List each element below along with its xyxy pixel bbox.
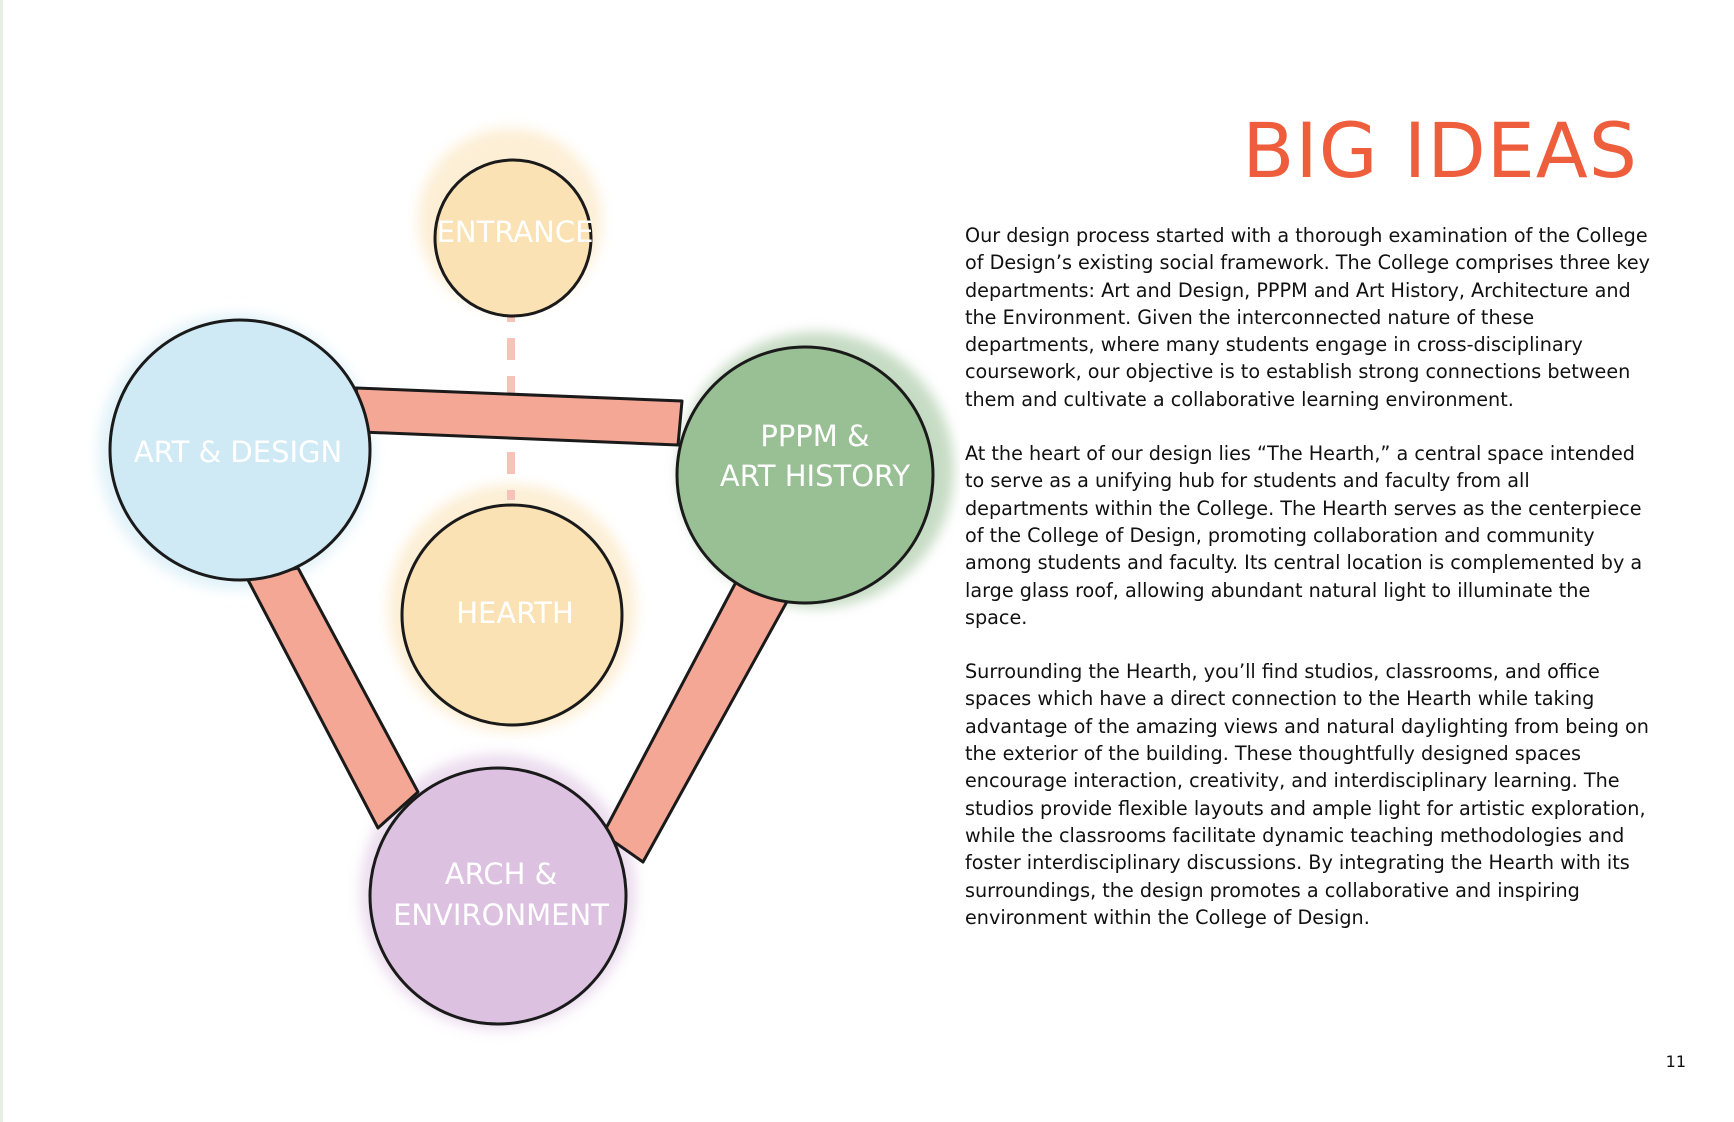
connector-art-pppm bbox=[354, 386, 684, 447]
pppm-label-line2: ART HISTORY bbox=[720, 459, 910, 493]
arch-node bbox=[368, 766, 628, 1026]
social-framework-diagram: ENTRANCE ART & DESIGN PPPM & ART HISTORY… bbox=[98, 128, 954, 1030]
pppm-label-line1: PPPM & bbox=[760, 419, 869, 453]
paragraph: At the heart of our design lies “The Hea… bbox=[965, 442, 1643, 629]
arch-label-line1: ARCH & bbox=[445, 857, 557, 891]
page-edge-rule bbox=[0, 0, 3, 1122]
hearth-node bbox=[400, 503, 624, 727]
hearth-label: HEARTH bbox=[456, 596, 574, 630]
body-text: Our design process started with a thorou… bbox=[965, 222, 1655, 958]
entrance-label: ENTRANCE bbox=[437, 215, 594, 249]
paragraph: Our design process started with a thorou… bbox=[965, 224, 1651, 411]
page-title: BIG IDEAS bbox=[1242, 105, 1638, 195]
page-number: 11 bbox=[1665, 1052, 1686, 1071]
pppm-node bbox=[675, 345, 935, 605]
paragraph: Surrounding the Hearth, you’ll find stud… bbox=[965, 660, 1649, 929]
art-design-label: ART & DESIGN bbox=[134, 435, 342, 469]
art-design-node bbox=[108, 318, 372, 582]
arch-label-line2: ENVIRONMENT bbox=[393, 898, 609, 932]
entrance-node bbox=[433, 158, 593, 318]
